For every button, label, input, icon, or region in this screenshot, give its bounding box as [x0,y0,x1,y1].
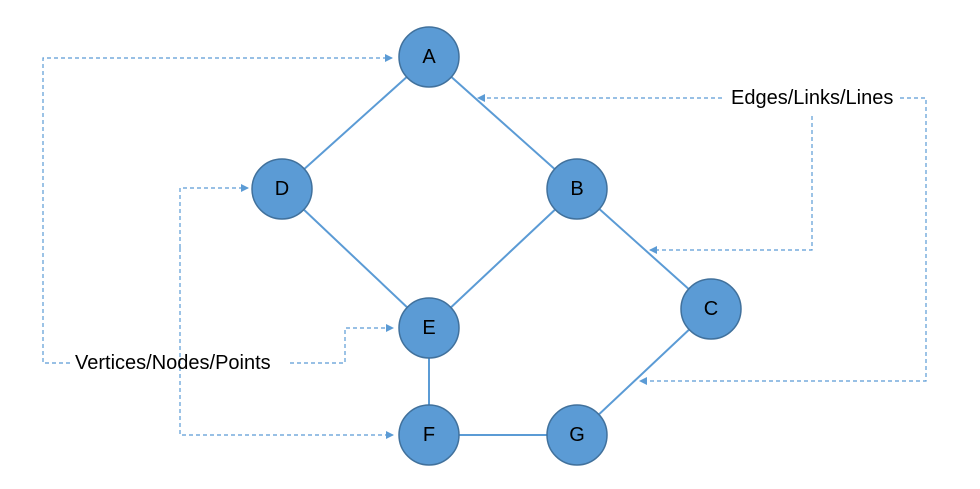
callout-line-to-edge-cg [639,97,927,385]
node-c: C [680,278,742,340]
edge-d-e [281,188,430,329]
node-g: G [546,404,608,466]
callout-line-to-edge-bc [649,116,813,254]
callout-line-to-d [179,184,249,248]
node-a: A [398,26,460,88]
node-circle [680,278,742,340]
node-circle [251,158,313,220]
node-label: E [422,317,435,339]
callout-line-to-f [179,248,394,439]
edge-b-e [428,188,578,329]
callouts-layer [42,54,927,439]
node-f: F [398,404,460,466]
node-label: D [275,178,289,200]
edges-layer [281,56,712,436]
node-label: F [423,424,435,446]
node-circle [546,404,608,466]
edge-a-b [428,56,578,190]
node-label: C [704,298,718,320]
callout-line-to-a [42,54,393,364]
edge-a-d [281,56,430,190]
node-circle [398,26,460,88]
node-d: D [251,158,313,220]
vertices-callout-label: Vertices/Nodes/Points [75,352,271,374]
edges-callout-label: Edges/Links/Lines [731,87,893,109]
node-label: A [422,46,436,68]
node-label: B [570,178,583,200]
node-label: G [569,424,585,446]
node-circle [398,297,460,359]
callout-line-to-e [290,324,394,364]
node-b: B [546,158,608,220]
node-e: E [398,297,460,359]
node-circle [398,404,460,466]
nodes-layer: A B C D E F G [251,26,742,466]
node-circle [546,158,608,220]
